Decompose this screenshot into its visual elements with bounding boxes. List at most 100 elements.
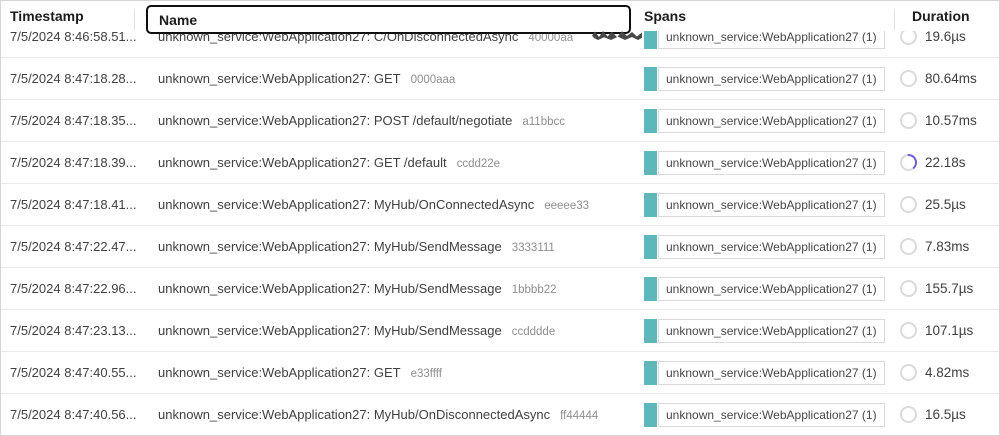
span-resource-badge[interactable]: unknown_service:WebApplication27 (1) (644, 66, 885, 91)
trace-name: unknown_service:WebApplication27: GET e3… (149, 365, 644, 380)
trace-timestamp: 7/5/2024 8:47:18.35... (10, 113, 137, 128)
trace-spans-cell: unknown_service:WebApplication27 (1) (644, 234, 896, 259)
trace-spans-cell: unknown_service:WebApplication27 (1) (644, 318, 896, 343)
span-resource-badge[interactable]: unknown_service:WebApplication27 (1) (644, 150, 885, 175)
trace-spans-cell: unknown_service:WebApplication27 (1) (644, 276, 896, 301)
span-resource-badge[interactable]: unknown_service:WebApplication27 (1) (644, 318, 885, 343)
span-resource-badge[interactable]: unknown_service:WebApplication27 (1) (644, 234, 885, 259)
trace-name-label: unknown_service:WebApplication27: MyHub/… (158, 281, 502, 296)
span-resource-label: unknown_service:WebApplication27 (1) (658, 402, 885, 427)
duration-ring-icon (900, 154, 917, 171)
column-header-spans: Spans (644, 8, 687, 24)
trace-spans-cell: unknown_service:WebApplication27 (1) (644, 108, 896, 133)
trace-duration-value: 19.6µs (925, 29, 966, 44)
trace-id: ccdddde (511, 326, 556, 338)
trace-duration-cell: 16.5µs (896, 406, 999, 423)
resource-color-swatch (644, 318, 657, 343)
resource-color-swatch (644, 402, 657, 427)
trace-name: unknown_service:WebApplication27: MyHub/… (149, 197, 644, 212)
trace-duration-cell: 4.82ms (896, 364, 999, 381)
span-resource-label: unknown_service:WebApplication27 (1) (658, 66, 885, 91)
trace-timestamp: 7/5/2024 8:47:18.28... (10, 71, 137, 86)
trace-spans-cell: unknown_service:WebApplication27 (1) (644, 360, 896, 385)
trace-duration-value: 25.5µs (925, 197, 966, 212)
trace-name-label: unknown_service:WebApplication27: GET (158, 71, 401, 86)
span-resource-badge[interactable]: unknown_service:WebApplication27 (1) (644, 360, 885, 385)
span-resource-badge[interactable]: unknown_service:WebApplication27 (1) (644, 276, 885, 301)
trace-row[interactable]: 7/5/2024 8:47:22.47... unknown_service:W… (1, 226, 999, 268)
name-column-filter-input[interactable]: Name (146, 5, 631, 34)
trace-duration-value: 80.64ms (925, 71, 977, 86)
span-resource-label: unknown_service:WebApplication27 (1) (658, 318, 885, 343)
duration-ring-icon (900, 238, 917, 255)
trace-duration-cell: 7.83ms (896, 238, 999, 255)
name-column-filter-label: Name (159, 11, 198, 28)
trace-duration-cell: 25.5µs (896, 196, 999, 213)
trace-row[interactable]: 7/5/2024 8:47:40.56... unknown_service:W… (1, 394, 999, 435)
trace-id: ff44444 (560, 410, 599, 422)
trace-row[interactable]: 7/5/2024 8:47:18.41... unknown_service:W… (1, 184, 999, 226)
span-resource-badge[interactable]: unknown_service:WebApplication27 (1) (644, 108, 885, 133)
trace-duration-cell: 22.18s (896, 154, 999, 171)
trace-duration-cell: 10.57ms (896, 112, 999, 129)
trace-row[interactable]: 7/5/2024 8:47:40.55... unknown_service:W… (1, 352, 999, 394)
trace-timestamp: 7/5/2024 8:47:22.96... (10, 281, 137, 296)
trace-id: 3333111 (511, 242, 555, 254)
resource-color-swatch (644, 192, 657, 217)
trace-row[interactable]: 7/5/2024 8:47:18.39... unknown_service:W… (1, 142, 999, 184)
trace-duration-value: 4.82ms (925, 365, 970, 380)
trace-id: 40000aa (528, 32, 574, 44)
duration-ring-icon (900, 196, 917, 213)
trace-duration-cell: 80.64ms (896, 70, 999, 87)
trace-spans-cell: unknown_service:WebApplication27 (1) (644, 192, 896, 217)
span-resource-label: unknown_service:WebApplication27 (1) (658, 360, 885, 385)
trace-duration-value: 107.1µs (925, 323, 974, 338)
trace-row[interactable]: 7/5/2024 8:47:18.28... unknown_service:W… (1, 58, 999, 100)
trace-name-label: unknown_service:WebApplication27: MyHub/… (158, 407, 551, 422)
span-resource-badge[interactable]: unknown_service:WebApplication27 (1) (644, 402, 885, 427)
duration-ring-icon (900, 70, 917, 87)
trace-id: ccdd22e (456, 158, 501, 170)
column-divider (894, 9, 895, 30)
resource-color-swatch (644, 360, 657, 385)
trace-name: unknown_service:WebApplication27: GET 00… (149, 71, 644, 86)
trace-duration-value: 7.83ms (925, 239, 970, 254)
trace-spans-cell: unknown_service:WebApplication27 (1) (644, 66, 896, 91)
trace-name-label: unknown_service:WebApplication27: GET (158, 365, 401, 380)
trace-duration-cell: 155.7µs (896, 280, 999, 297)
trace-name-label: unknown_service:WebApplication27: GET /d… (158, 155, 447, 170)
trace-id: 0000aaa (410, 74, 456, 86)
span-resource-label: unknown_service:WebApplication27 (1) (658, 150, 885, 175)
duration-ring-icon (900, 322, 917, 339)
trace-timestamp: 7/5/2024 8:47:22.47... (10, 239, 137, 254)
trace-timestamp: 7/5/2024 8:47:23.13... (10, 323, 137, 338)
column-divider (134, 9, 135, 30)
span-resource-badge[interactable]: unknown_service:WebApplication27 (1) (644, 192, 885, 217)
resource-color-swatch (644, 234, 657, 259)
trace-duration-value: 10.57ms (925, 113, 977, 128)
trace-name-label: unknown_service:WebApplication27: MyHub/… (158, 239, 502, 254)
span-resource-label: unknown_service:WebApplication27 (1) (658, 192, 885, 217)
trace-name: unknown_service:WebApplication27: POST /… (149, 113, 644, 128)
trace-timestamp: 7/5/2024 8:47:40.55... (10, 365, 137, 380)
trace-row[interactable]: 7/5/2024 8:47:18.35... unknown_service:W… (1, 100, 999, 142)
trace-timestamp: 7/5/2024 8:47:18.39... (10, 155, 137, 170)
resource-color-swatch (644, 150, 657, 175)
column-header-timestamp: Timestamp (10, 8, 84, 24)
resource-color-swatch (644, 108, 657, 133)
duration-ring-icon (900, 112, 917, 129)
trace-duration-value: 16.5µs (925, 407, 966, 422)
trace-duration-value: 155.7µs (925, 281, 974, 296)
trace-name-label: unknown_service:WebApplication27: MyHub/… (158, 197, 535, 212)
trace-list: 7/5/2024 8:46:58.51... unknown_service:W… (1, 16, 999, 435)
trace-name-label: unknown_service:WebApplication27: MyHub/… (158, 323, 502, 338)
trace-row[interactable]: 7/5/2024 8:47:23.13... unknown_service:W… (1, 310, 999, 352)
trace-spans-cell: unknown_service:WebApplication27 (1) (644, 402, 896, 427)
trace-timestamp: 7/5/2024 8:47:40.56... (10, 407, 137, 422)
trace-name: unknown_service:WebApplication27: MyHub/… (149, 323, 644, 338)
trace-name: unknown_service:WebApplication27: MyHub/… (149, 281, 644, 296)
trace-row[interactable]: 7/5/2024 8:47:22.96... unknown_service:W… (1, 268, 999, 310)
trace-duration-value: 22.18s (925, 155, 966, 170)
trace-timestamp: 7/5/2024 8:46:58.51... (10, 29, 137, 44)
